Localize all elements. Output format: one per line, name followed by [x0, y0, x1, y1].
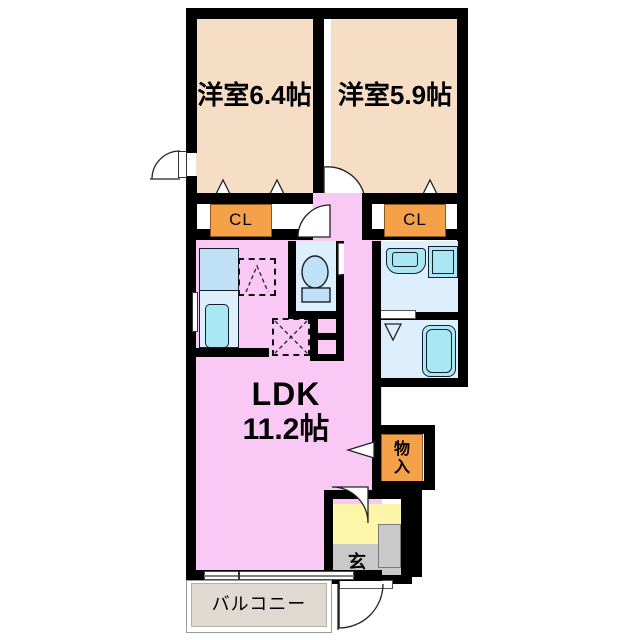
wall-bedroom-2-south [365, 193, 468, 204]
ldk-label-line1: LDK [251, 376, 321, 412]
bedroom-2-floor [331, 18, 459, 193]
storage-label-line2: 入 [393, 459, 410, 476]
entrance-label: 玄 [348, 552, 366, 572]
balcony-window-mullion [204, 575, 354, 577]
bedroom-1-west-door-swing [150, 150, 181, 180]
hallway-strip [344, 241, 372, 321]
bathtub-inner [426, 329, 452, 373]
wall-storage-north [372, 425, 435, 434]
corridor-door-swing[interactable] [296, 203, 332, 239]
wall-corridor-right [362, 193, 372, 241]
wall-north [186, 8, 468, 19]
wall-east-water [457, 236, 468, 386]
bath-door[interactable] [380, 310, 416, 319]
wall-bedroom-1-south [186, 193, 313, 204]
washing-machine-space-outline [272, 318, 310, 356]
ldk-corner-arrow [345, 441, 375, 459]
ldk-entrance-door-swing[interactable] [330, 486, 372, 527]
toilet-bowl-icon [301, 255, 331, 303]
closet-2 [384, 204, 446, 237]
wall-east-entrance [411, 485, 422, 577]
wall-bedroom-divider [313, 8, 324, 193]
wall-east-storage [424, 425, 435, 485]
kitchen-counter-upper [199, 248, 239, 291]
wall-storage-south [372, 481, 435, 490]
wall-west-ldk [186, 236, 197, 576]
wall-hall-cab-d [336, 315, 344, 361]
wall-kitchen-south [196, 348, 269, 357]
washing-machine-space-icon [274, 320, 308, 354]
wall-bathroom-south [372, 378, 468, 387]
wall-hall-cab-b [310, 333, 344, 340]
wall-hall-cab-c [310, 354, 344, 361]
wall-east-upper [457, 8, 468, 236]
wall-ldk-east-upper [372, 241, 381, 386]
wall-west-upper2 [186, 176, 197, 236]
wall-bath-north [372, 312, 468, 320]
storage-closet [381, 434, 423, 482]
kitchen-sink [205, 304, 229, 348]
stove-icon [245, 264, 269, 293]
kitchen-side-cabinet [192, 292, 198, 332]
closet-1-label: CL [229, 210, 253, 229]
balcony-window-center-post [238, 571, 240, 580]
wall-toilet-right [336, 241, 344, 319]
bedroom-2-label: 洋室5.9帖 [337, 80, 453, 110]
wall-ldk-east-lower [372, 386, 381, 483]
washbasin-bowl [392, 252, 418, 267]
bedroom-1-floor [196, 18, 313, 193]
bedroom-1-label: 洋室6.4帖 [197, 80, 312, 110]
balcony-label: バルコニー [211, 594, 307, 614]
wall-west-upper [186, 8, 197, 153]
wall-entrance-east [401, 490, 412, 584]
wall-entrance-west [324, 490, 333, 584]
bath-drain-icon [383, 323, 403, 342]
storage-label-line1: 物 [393, 441, 410, 458]
entrance-shoe-cabinet [378, 524, 401, 568]
hall-cabinet-1 [316, 319, 342, 335]
balcony-floor [191, 583, 327, 627]
closet-2-label: CL [403, 210, 427, 229]
washing-machine-drum [432, 250, 454, 274]
ldk-label-line2: 11.2帖 [242, 413, 330, 446]
bedroom-2-door-swing[interactable] [323, 166, 370, 196]
closet-1 [210, 204, 272, 237]
stove-outline [238, 258, 276, 296]
wall-toilet-left [288, 241, 296, 319]
front-door-swing[interactable] [338, 583, 397, 632]
bedroom-1-west-door-leaf[interactable] [178, 151, 187, 178]
